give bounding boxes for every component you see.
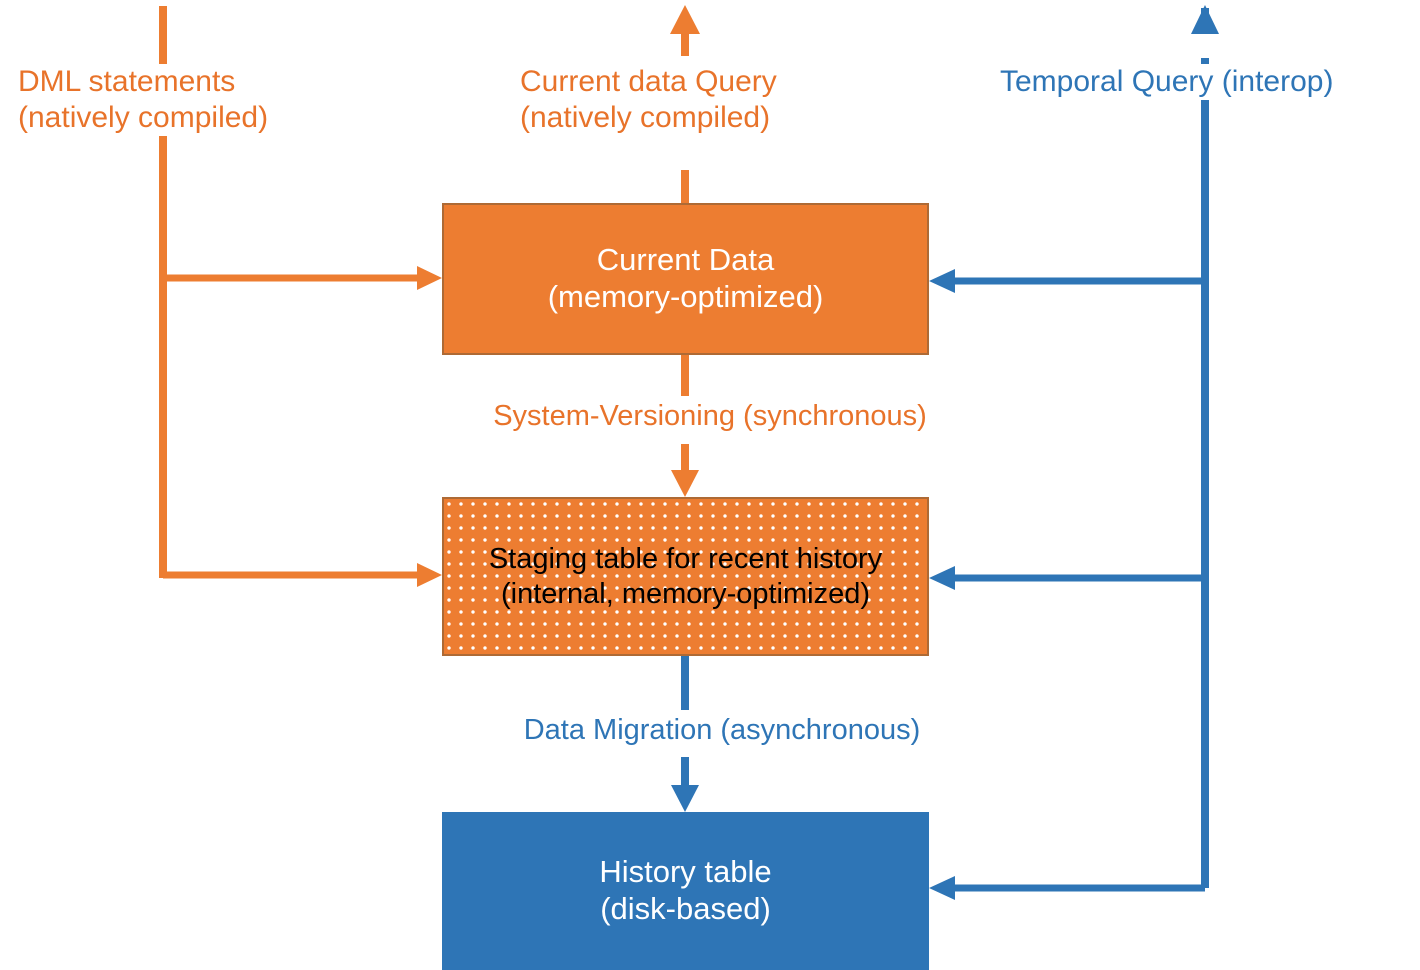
node-current-data-label: Current Data (memory-optimized)	[547, 242, 824, 314]
label-temporal-query: Temporal Query (interop)	[1000, 64, 1410, 100]
label-data-migration: Data Migration (asynchronous)	[472, 713, 972, 748]
connector-current-data-query	[670, 5, 700, 203]
node-current-data[interactable]: Current Data (memory-optimized)	[442, 203, 929, 355]
connector-temporal-query-trunk	[929, 5, 1219, 900]
label-current-data-query: Current data Query (natively compiled)	[520, 64, 860, 136]
label-dml-statements: DML statements (natively compiled)	[18, 64, 348, 136]
connector-data-migration	[671, 656, 699, 812]
connector-system-versioning	[671, 355, 699, 497]
label-system-versioning: System-Versioning (synchronous)	[450, 399, 970, 434]
node-staging-table-label: Staging table for recent history (intern…	[488, 543, 883, 610]
node-staging-table[interactable]: Staging table for recent history (intern…	[442, 497, 929, 656]
node-history-table-label: History table (disk-based)	[599, 854, 772, 926]
node-history-table[interactable]: History table (disk-based)	[442, 812, 929, 970]
